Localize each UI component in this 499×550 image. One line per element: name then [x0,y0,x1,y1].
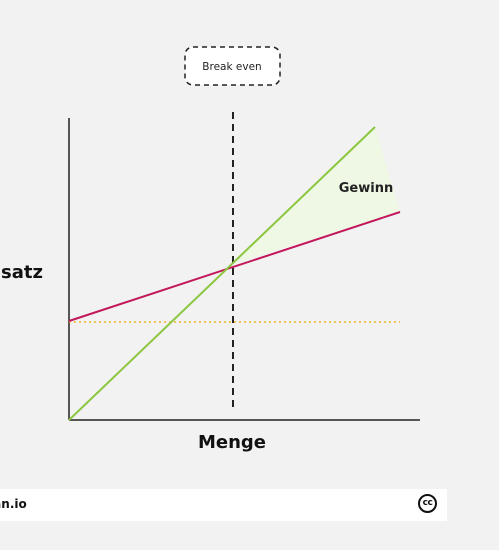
profit-area [232,127,400,264]
profit-label: Gewinn [339,181,393,196]
break-even-label-box [184,46,281,86]
x-axis-label: Menge [198,432,266,453]
cc-icon[interactable]: cc [418,494,437,513]
footer-brand[interactable]: ppan.io [0,497,27,511]
y-axis-label: Umsatz [0,262,43,283]
break-even-label: Break even [202,61,261,73]
footer-bar: ppan.io cc [0,489,447,521]
revenue-line [68,126,376,421]
total-cost-line [68,211,401,322]
